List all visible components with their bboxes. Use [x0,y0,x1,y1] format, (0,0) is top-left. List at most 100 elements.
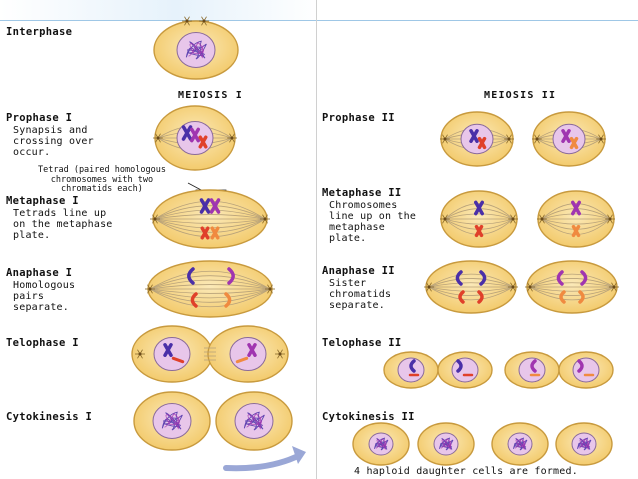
spindle-fiber [154,205,266,220]
chromosome-orange [235,356,249,364]
transition-arrow [223,452,303,472]
label-metaphase-1: Metaphase I [6,195,79,207]
spindle-fiber [154,218,266,224]
cell-metaphase-2 [537,190,615,248]
spindle-fiber [541,218,611,225]
label-telophase-2: Telophase II [322,337,402,349]
spindle-fiber [444,203,514,220]
label-interphase: Interphase [6,26,73,38]
chromosome-red [198,135,208,149]
chromosome-blue [199,198,211,214]
chromosome-red [477,136,487,150]
cell-telophase-2 [558,351,614,389]
spindle-fiber [149,275,271,290]
chromosome-purple [571,200,581,216]
spindle-fiber [428,286,514,292]
chromosome [479,270,487,286]
label-telophase-1: Telophase I [6,337,79,349]
centrosome [278,352,282,356]
centrosome [608,217,612,221]
chromosome-red [474,224,484,238]
header-meiosis-2: MEIOSIS II [484,90,557,101]
centrosome [511,217,515,221]
cell-interphase [153,16,239,80]
label-cytokinesis-2: Cytokinesis II [322,411,415,423]
label-anaphase-2: Anaphase II [322,265,395,277]
chromosome [455,270,463,286]
cell-telophase-2 [383,351,439,389]
cell-anaphase-2 [525,260,619,314]
chromosome [580,270,588,286]
spindle-fiber [529,286,615,296]
cell-prophase-2 [532,111,606,167]
spindle-fiber [149,279,271,290]
centrosome [185,19,189,23]
final-note: 4 haploid daughter cells are formed. [354,466,578,477]
spindle-fiber [541,213,611,220]
cell-anaphase-1 [145,260,275,318]
label-prophase-2: Prophase II [322,112,395,124]
cell-telophase-2 [437,351,493,389]
chromosome-red [200,226,210,240]
centrosome [612,285,616,289]
spindle-fiber [154,209,266,220]
column-divider [316,0,317,479]
centrosome [230,136,234,140]
chromatin [578,438,590,451]
chromatin [188,41,204,59]
spindle-fiber [444,213,514,220]
spindle-fiber [541,203,611,220]
header-meiosis-1: MEIOSIS I [178,90,243,101]
cell-cytokinesis-2 [555,422,613,466]
cell-cytokinesis-2 [491,422,549,466]
centrosome [427,285,431,289]
chromosome [409,359,416,373]
chromosome-red [171,356,185,364]
chromosome-blue [163,343,173,357]
centrosome [528,285,532,289]
centrosome [535,137,539,141]
chromosome-red [190,292,198,308]
chromosome-purple [227,267,235,285]
spindle-fiber [154,218,266,238]
desc-metaphase-1: Tetrads line up on the metaphase plate. [13,208,113,241]
cell-telophase-2 [504,351,560,389]
cells-cytokinesis-1 [133,391,293,451]
spindle-fiber [149,288,271,299]
chromatin [246,412,262,430]
spindle-fiber [428,282,514,288]
spindle-fiber [149,288,271,308]
spindle-fiber [428,273,514,288]
chromatin [375,438,387,451]
centrosome [148,287,152,291]
chromosome-orange [224,292,232,308]
chromosome-orange [210,226,220,240]
chromosome [456,359,463,373]
desc-metaphase-2: Chromosomes line up on the metaphase pla… [329,200,417,244]
spindle-fiber [428,278,514,288]
centrosome [268,287,272,291]
desc-prophase-1: Synapsis and crossing over occur. [13,125,94,158]
chromosome-blue [469,129,479,143]
centrosome [263,217,267,221]
cell-metaphase-2 [440,190,518,248]
centrosome [138,352,142,356]
cell-prophase-1 [153,105,237,171]
chromatin [440,438,452,451]
chromosome-blue [474,200,484,216]
spindle-fiber [154,214,266,220]
nucleus [451,357,479,383]
spindle-fiber [149,270,271,290]
chromosome-purple [561,129,571,143]
spindle-fiber [444,218,514,225]
centrosome [511,285,515,289]
centrosome [599,137,603,141]
label-metaphase-2: Metaphase II [322,187,402,199]
transition-arrow-head [292,446,306,464]
cell-telophase-1 [131,325,289,383]
cell-metaphase-1 [150,189,270,249]
spindle-fiber [529,273,615,288]
centrosome [507,137,511,141]
chromosome [578,290,585,304]
